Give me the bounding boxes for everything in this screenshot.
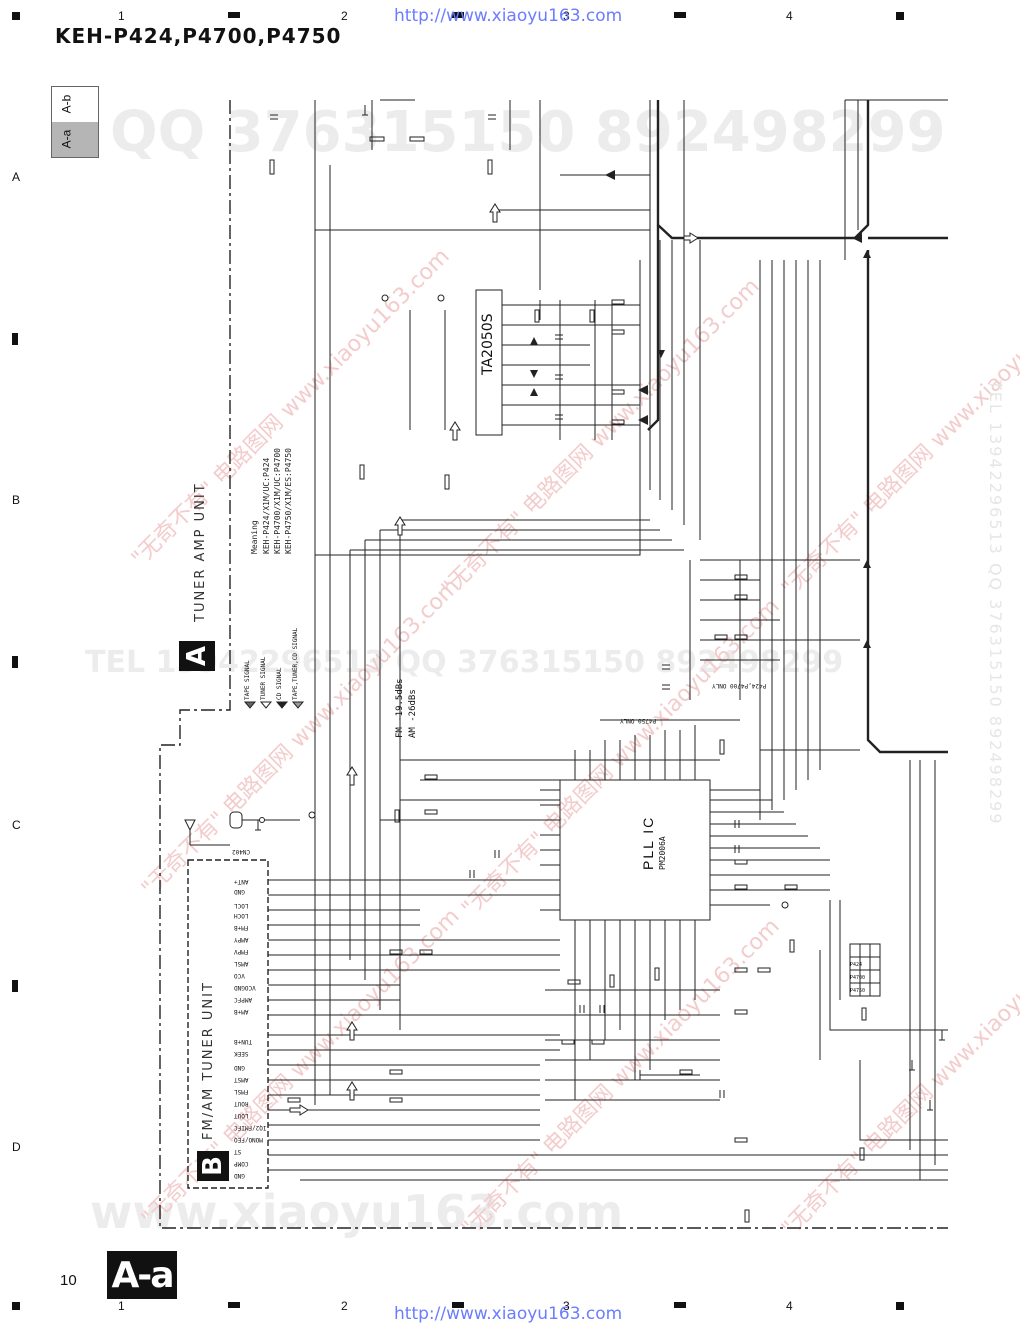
row-mark bbox=[12, 980, 18, 992]
pin-label: FM+B bbox=[234, 924, 249, 931]
legend-signal-tuner: TUNER SIGNAL bbox=[260, 656, 267, 700]
watermark-qq-top: QQ 376315150 892498299 bbox=[110, 100, 946, 165]
pin-label: AMPFC bbox=[234, 996, 253, 1003]
sheet-badge: A-a bbox=[107, 1251, 177, 1299]
pin-label: IQ2/FMIFC bbox=[234, 1124, 267, 1131]
pin-label: TUN+B bbox=[234, 1038, 253, 1045]
pin-label: COMP bbox=[234, 1160, 249, 1167]
ic-pll-part-label: PM2006A bbox=[658, 836, 667, 870]
column-number-3: 3 bbox=[563, 9, 570, 23]
legend-signal-all: TAPE,TUNER,CD SIGNAL bbox=[292, 627, 299, 700]
legend-meaning: Meaning bbox=[250, 520, 259, 554]
tab-a-b[interactable]: A-b bbox=[52, 87, 98, 122]
row-mark bbox=[12, 333, 18, 345]
ruler-mark bbox=[228, 1302, 240, 1308]
note-fm: FM -19.5dBs bbox=[395, 678, 405, 738]
row-letter-b: B bbox=[12, 493, 21, 507]
pin-label: GND bbox=[234, 888, 245, 895]
ic-pll-label: PLL IC bbox=[640, 815, 656, 870]
pin-label: VCO bbox=[234, 972, 245, 979]
corner-mark bbox=[12, 1302, 20, 1310]
pin-label: MONO/FEQ bbox=[234, 1136, 263, 1143]
note-p4750-only: P4750 ONLY bbox=[620, 717, 657, 724]
pin-label: AM+B bbox=[234, 1008, 249, 1015]
table-cell: P4750 bbox=[850, 988, 866, 994]
ruler-mark bbox=[452, 12, 464, 18]
unit-a-label: TUNER AMP UNIT bbox=[193, 482, 208, 622]
pin-label: VCOGND bbox=[234, 984, 256, 991]
ruler-mark bbox=[674, 12, 686, 18]
pin-label: AMST bbox=[234, 1076, 249, 1083]
pin-label: FMPV bbox=[234, 948, 249, 955]
page-title: KEH-P424,P4700,P4750 bbox=[55, 24, 342, 48]
ruler-mark bbox=[674, 1302, 686, 1308]
note-am: AM -26dBs bbox=[408, 689, 418, 738]
pin-label: AMSL bbox=[234, 960, 249, 967]
pin-label: LOCL bbox=[234, 902, 249, 909]
legend-model-3: KEH-P4750/X1M/ES:P4750 bbox=[284, 448, 293, 554]
pin-label: ROUT bbox=[234, 1100, 249, 1107]
ruler-mark bbox=[452, 1302, 464, 1308]
column-number-1-bottom: 1 bbox=[118, 1299, 125, 1313]
table-cell: P424 bbox=[850, 962, 863, 968]
unit-a-badge: A bbox=[179, 641, 215, 671]
connector-cn402-label: CN402 bbox=[232, 848, 251, 855]
column-number-4: 4 bbox=[786, 9, 793, 23]
tab-a-a[interactable]: A-a bbox=[52, 122, 98, 157]
pin-label: GND bbox=[234, 1064, 245, 1071]
row-mark bbox=[12, 656, 18, 668]
watermark-url-bottom-link: http://www.xiaoyu163.com bbox=[394, 1304, 623, 1324]
unit-b-badge: B bbox=[197, 1151, 229, 1181]
row-letter-a: A bbox=[12, 170, 21, 184]
pin-label: FMSL bbox=[234, 1088, 249, 1095]
table-cell: P4700 bbox=[850, 975, 866, 981]
column-number-2: 2 bbox=[341, 9, 348, 23]
corner-mark bbox=[896, 1302, 904, 1310]
page-number: 10 bbox=[60, 1272, 77, 1289]
pin-label: GND bbox=[234, 1172, 245, 1179]
sheet-tab-selector: A-b A-a bbox=[51, 86, 99, 158]
legend-model-1: KEH-P424/X1M/UC:P424 bbox=[262, 457, 271, 554]
legend-signal-cd: CD SIGNAL bbox=[276, 667, 283, 700]
corner-mark bbox=[896, 12, 904, 20]
row-letter-d: D bbox=[12, 1140, 21, 1154]
column-number-1: 1 bbox=[118, 9, 125, 23]
unit-b-label: FM/AM TUNER UNIT bbox=[201, 981, 216, 1140]
pin-label: LOUT bbox=[234, 1112, 249, 1119]
column-number-4-bottom: 4 bbox=[786, 1299, 793, 1313]
watermark-url-bottom: www.xiaoyu163.com bbox=[90, 1185, 624, 1239]
corner-mark bbox=[12, 12, 20, 20]
column-number-2-bottom: 2 bbox=[341, 1299, 348, 1313]
pin-label: LOCH bbox=[234, 912, 249, 919]
legend-model-2: KEH-P4700/X1M/UC:P4700 bbox=[273, 448, 282, 554]
pin-label: ST bbox=[234, 1148, 242, 1155]
watermark-url-top: http://www.xiaoyu163.com bbox=[394, 6, 623, 26]
ruler-mark bbox=[228, 12, 240, 18]
note-p424-p4700-only: P424,P4700 ONLY bbox=[712, 682, 767, 689]
pin-label: SEEK bbox=[234, 1050, 249, 1057]
pin-label: ANT+ bbox=[234, 878, 249, 885]
ic-tuner-label: TA2050S bbox=[480, 313, 496, 375]
legend-signal-tape: TAPE SIGNAL bbox=[244, 660, 251, 700]
row-letter-c: C bbox=[12, 818, 21, 832]
pin-label: AMPY bbox=[234, 936, 249, 943]
column-number-3-bottom: 3 bbox=[563, 1299, 570, 1313]
